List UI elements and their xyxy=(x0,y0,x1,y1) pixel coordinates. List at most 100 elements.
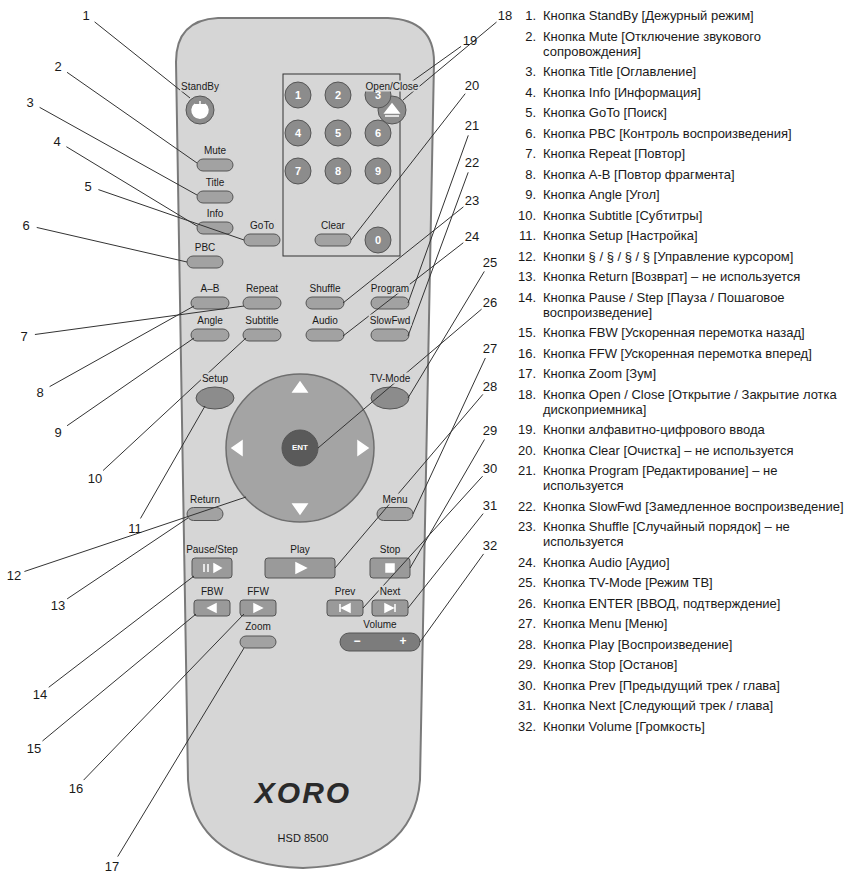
leader-line xyxy=(67,518,188,599)
key-text: Кнопка Title [Оглавление] xyxy=(543,64,857,79)
callout-number: 8 xyxy=(36,385,43,400)
button-label: GoTo xyxy=(249,220,275,231)
key-number: 17. xyxy=(500,366,536,381)
button-label: Info xyxy=(206,208,225,219)
button-label: Pause/Step xyxy=(185,544,239,555)
button-label: Prev xyxy=(334,586,357,597)
button-label: Open/Close xyxy=(365,81,420,92)
key-number: 4. xyxy=(500,85,536,100)
button-label: Return xyxy=(189,494,221,505)
leader-line xyxy=(408,514,483,608)
button-label: A–B xyxy=(200,283,221,294)
leader-line xyxy=(66,147,197,226)
button-label: Repeat xyxy=(245,283,279,294)
key-text: Кнопка Subtitle [Субтитры] xyxy=(543,208,857,223)
leader-line xyxy=(98,190,244,240)
key-text: Кнопки Volume [Громкость] xyxy=(543,719,857,734)
key-number: 3. xyxy=(500,64,536,79)
key-number: 20. xyxy=(500,443,536,458)
button-label: FFW xyxy=(246,586,270,597)
callout-number: 7 xyxy=(20,329,27,344)
button-label: PBC xyxy=(194,242,217,253)
key-number: 10. xyxy=(500,208,536,223)
button xyxy=(285,82,311,108)
key-text: Кнопка ENTER [ВВОД, подтверждение] xyxy=(543,596,857,611)
button-label: 6 xyxy=(375,127,381,139)
button-symbol xyxy=(358,441,368,455)
key-number: 11. xyxy=(500,228,536,243)
button-label: Volume xyxy=(362,619,397,630)
callout-number: 26 xyxy=(483,295,497,310)
button-symbol xyxy=(385,115,399,117)
key-text: Кнопка SlowFwd [Замедленное воспроизведе… xyxy=(543,499,857,514)
button xyxy=(191,329,229,341)
button xyxy=(187,508,223,521)
button xyxy=(243,297,281,309)
key-text: Кнопка GoTo [Поиск] xyxy=(543,105,857,120)
button xyxy=(282,430,318,466)
button-label: Play xyxy=(289,544,310,555)
key-number: 14. xyxy=(500,290,536,305)
key-number: 8. xyxy=(500,167,536,182)
callout-number: 12 xyxy=(7,568,21,583)
button-label: Subtitle xyxy=(244,315,279,326)
key-text: Кнопка Open / Close [Открытие / Закрытие… xyxy=(543,387,857,417)
button xyxy=(187,256,223,268)
callout-number: 4 xyxy=(53,134,60,149)
button xyxy=(372,600,408,616)
key-number: 1. xyxy=(500,8,536,23)
button-label: TV-Mode xyxy=(369,373,412,384)
button xyxy=(315,234,351,246)
button xyxy=(285,120,311,146)
button xyxy=(340,633,420,651)
callout-number: 20 xyxy=(465,78,479,93)
button-symbol xyxy=(254,604,262,612)
key-text: Кнопка FFW [Ускоренная перемотка вперед] xyxy=(543,346,857,361)
button xyxy=(197,222,233,234)
callout-number: 23 xyxy=(465,193,479,208)
button xyxy=(244,234,280,246)
button-symbol xyxy=(204,564,221,572)
leader-line xyxy=(95,22,190,98)
button-label: 7 xyxy=(295,165,301,177)
key-number: 7. xyxy=(500,146,536,161)
button-label: XORO xyxy=(255,776,351,809)
keypad-bracket xyxy=(283,74,400,256)
callout-number: 18 xyxy=(498,8,512,23)
button-symbol xyxy=(386,564,394,572)
button xyxy=(325,120,351,146)
button-label: Clear xyxy=(320,220,346,231)
leader-line xyxy=(42,614,196,741)
key-number: 13. xyxy=(500,269,536,284)
button-label: 0 xyxy=(375,234,381,246)
button-label: HSD 8500 xyxy=(277,832,330,844)
key-text: Кнопка PBC [Контроль воспроизведения] xyxy=(543,126,857,141)
key-text: Кнопка Info [Информация] xyxy=(543,85,857,100)
key-text: Кнопка Clear [Очистка] – не используется xyxy=(543,443,857,458)
button xyxy=(306,297,344,309)
leader-line xyxy=(24,497,246,571)
button xyxy=(191,297,229,309)
leader-line xyxy=(408,271,484,398)
key-number: 25. xyxy=(500,575,536,590)
key-number: 12. xyxy=(500,249,536,264)
leader-line xyxy=(118,648,244,857)
callout-number: 2 xyxy=(54,59,61,74)
button-symbol xyxy=(199,101,201,110)
key-number: 9. xyxy=(500,187,536,202)
button xyxy=(377,508,413,521)
key-text: Кнопка Program [Редактирование] – не исп… xyxy=(543,463,857,493)
key-text: Кнопка Return [Возврат] – не используетс… xyxy=(543,269,857,284)
callout-number: 28 xyxy=(483,379,497,394)
key-number: 28. xyxy=(500,637,536,652)
callout-number: 25 xyxy=(483,255,497,270)
button-symbol xyxy=(385,104,399,113)
leader-line xyxy=(318,309,482,448)
button-symbol xyxy=(385,604,395,612)
button xyxy=(325,82,351,108)
key-text: Кнопка Menu [Меню] xyxy=(543,616,857,631)
key-text: Кнопки § / § / § / § [Управление курсоро… xyxy=(543,249,857,264)
callout-number: 10 xyxy=(88,471,102,486)
button xyxy=(365,120,391,146)
key-text: Кнопка Next [Следующий трек / глава] xyxy=(543,698,857,713)
